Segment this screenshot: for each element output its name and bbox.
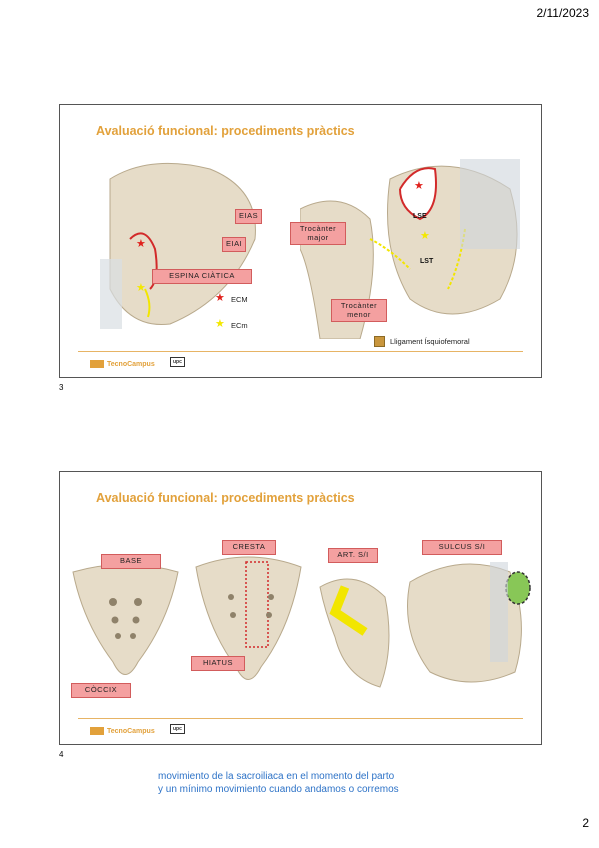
- page-number: 2: [582, 816, 589, 830]
- pelvis-lateral-illustration: [100, 162, 256, 329]
- upc-mark-icon: upc: [170, 724, 185, 734]
- tecnocampus-logo: TecnoCampus: [90, 727, 155, 735]
- slide-3: Avaluació funcional: procediments pràcti…: [59, 104, 542, 378]
- page-date: 2/11/2023: [536, 6, 590, 20]
- upc-logo: upc: [170, 357, 185, 367]
- slide-number: 3: [59, 383, 64, 392]
- label-sulcus-si: SULCUS S/I: [422, 540, 502, 555]
- legend-red-star-icon: ★: [215, 292, 225, 304]
- slide-title: Avaluació funcional: procediments pràcti…: [96, 124, 355, 138]
- label-cresta: CRESTA: [222, 540, 276, 555]
- logo-text: TecnoCampus: [107, 727, 155, 735]
- upc-mark-icon: upc: [170, 357, 185, 367]
- note-line-1: movimiento de la sacroiliaca en el momen…: [158, 771, 395, 782]
- slide-title: Avaluació funcional: procediments pràcti…: [96, 491, 355, 505]
- logo-icon: [90, 727, 104, 735]
- legend-ligament: Lligament Ísquiofemoral: [390, 337, 470, 346]
- label-trocanter-major: Trocànter major: [290, 222, 346, 246]
- yellow-star-icon: ★: [420, 230, 430, 242]
- label-hiatus: HIATUS: [191, 656, 245, 671]
- legend-yellow-star-icon: ★: [215, 318, 225, 330]
- yellow-star-icon: ★: [136, 282, 146, 294]
- footer-divider: [78, 351, 523, 352]
- ligament-legend-swatch: [374, 336, 385, 347]
- label-espina-ciatica: ESPINA CIÀTICA: [152, 269, 252, 284]
- sacrum-posterior-illustration: [195, 556, 302, 680]
- label-trocanter-menor: Trocànter menor: [331, 299, 387, 323]
- note-line-2: y un mínimo movimiento cuando andamos o …: [158, 784, 399, 795]
- label-lse: LSE: [413, 213, 427, 220]
- label-lst: LST: [420, 258, 434, 265]
- logo-icon: [90, 360, 104, 368]
- slide-4: Avaluació funcional: procediments pràcti…: [59, 471, 542, 745]
- label-eias: EIAS: [235, 209, 263, 224]
- hip-joint-illustration: [300, 159, 520, 339]
- slide-number: 4: [59, 750, 64, 759]
- legend-ecm: ECM: [231, 295, 248, 304]
- sacrum-lateral-illustration: [319, 578, 390, 688]
- upc-logo: upc: [170, 724, 185, 734]
- label-art-si: ART. S/I: [328, 548, 378, 563]
- label-base: BASE: [101, 554, 161, 569]
- red-star-icon: ★: [136, 238, 146, 250]
- footer-divider: [78, 718, 523, 719]
- red-star-icon: ★: [414, 180, 424, 192]
- legend-ecm-small: ECm: [231, 321, 248, 330]
- label-eiai: EIAI: [222, 237, 247, 252]
- sacrum-anterior-illustration: [72, 564, 179, 675]
- logo-text: TecnoCampus: [107, 360, 155, 368]
- pelvis-posterior-illustration: [407, 562, 531, 683]
- label-coccix: CÒCCIX: [71, 683, 131, 698]
- tecnocampus-logo: TecnoCampus: [90, 360, 155, 368]
